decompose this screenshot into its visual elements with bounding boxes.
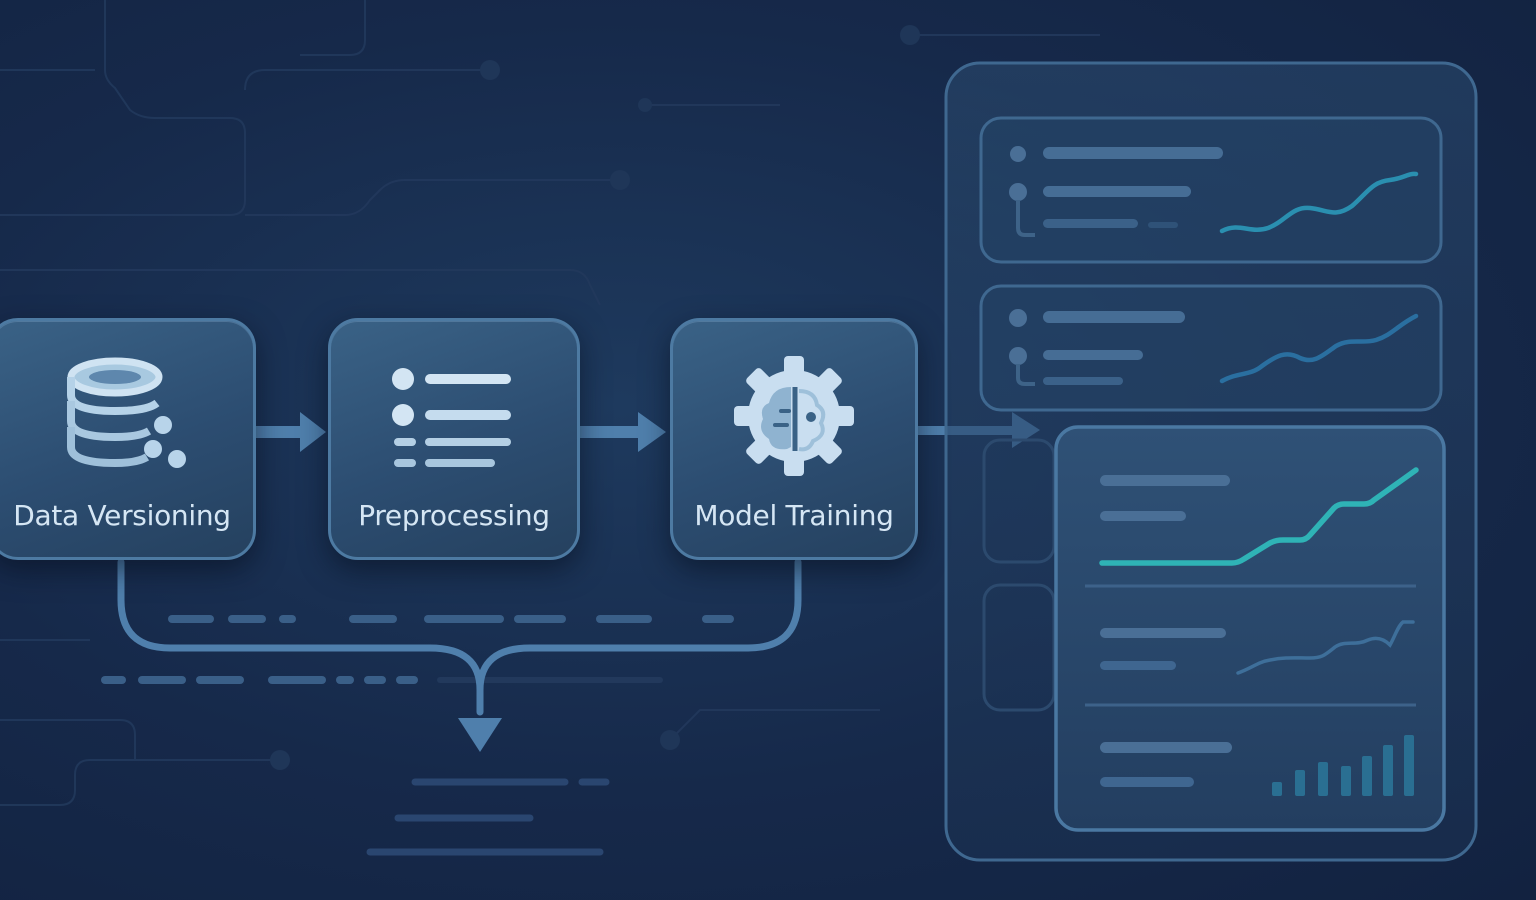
gear-icon: [734, 356, 854, 476]
stage-label: Data Versioning: [13, 499, 231, 532]
database-icon: [67, 357, 186, 468]
stage-data-versioning[interactable]: Data Versioning: [0, 318, 256, 560]
stage-label: Preprocessing: [358, 499, 550, 532]
list-icon: [392, 368, 511, 467]
stage-model-training[interactable]: Model Training: [670, 318, 918, 560]
stage-preprocessing[interactable]: Preprocessing: [328, 318, 580, 560]
stage-label: Model Training: [694, 499, 894, 532]
